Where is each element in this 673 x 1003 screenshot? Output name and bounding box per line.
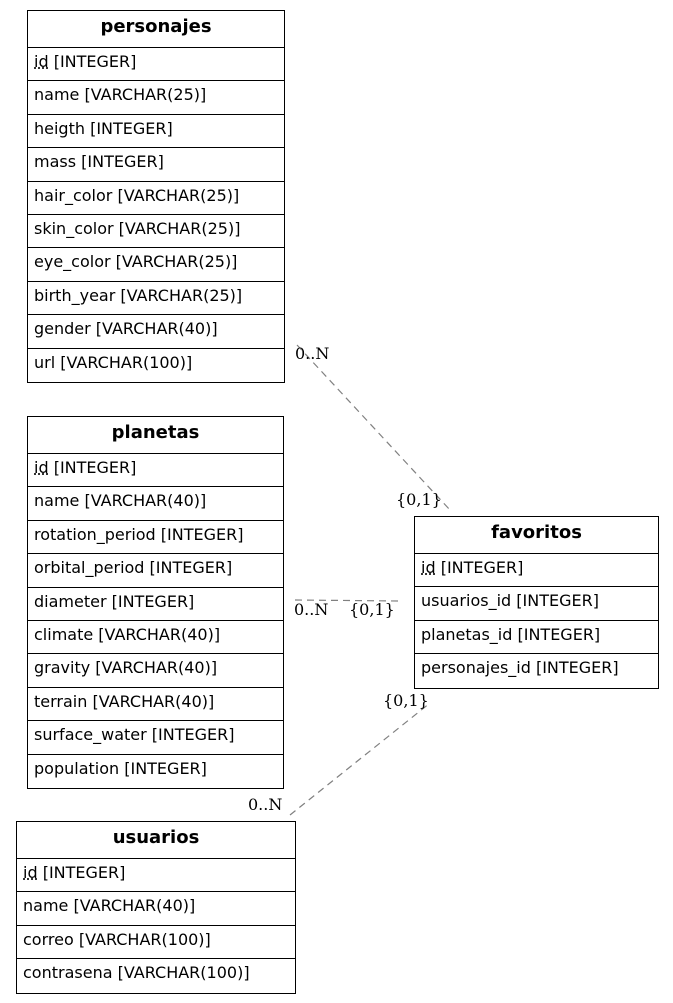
cardinality-planetas-source: 0..N xyxy=(294,600,328,619)
field-personajes-id: personajes_id [INTEGER] xyxy=(421,658,619,678)
entity-title: favoritos xyxy=(415,517,658,554)
field-terrain: terrain [VARCHAR(40)] xyxy=(28,688,283,722)
field-type: [INTEGER] xyxy=(435,558,524,577)
field-correo: correo [VARCHAR(100)] xyxy=(17,926,295,960)
field-contrasena: contrasena [VARCHAR(100)] xyxy=(23,963,250,983)
primary-key: id xyxy=(421,558,436,577)
relation-line-usuarios-favoritos xyxy=(289,702,431,816)
field-type: [INTEGER] xyxy=(48,52,137,71)
field-id: id [INTEGER] xyxy=(28,454,283,488)
field-id: id [INTEGER] xyxy=(28,48,284,82)
cardinality-planetas-target: {0,1} xyxy=(349,600,395,619)
field-rotation-period: rotation_period [INTEGER] xyxy=(28,521,283,555)
field-id: id [INTEGER] xyxy=(415,554,658,588)
relation-line-planetas-favoritos xyxy=(294,599,401,602)
entity-title: personajes xyxy=(28,11,284,48)
field-type: [INTEGER] xyxy=(37,863,126,882)
field-url: url [VARCHAR(100)] xyxy=(34,352,193,372)
field-id: id [INTEGER] xyxy=(17,859,295,893)
relation-line-personajes-favoritos xyxy=(296,344,451,511)
cardinality-personajes-target: {0,1} xyxy=(396,490,442,509)
entity-title: usuarios xyxy=(17,822,295,859)
field-climate: climate [VARCHAR(40)] xyxy=(28,621,283,655)
entity-title: planetas xyxy=(28,417,283,454)
field-name: name [VARCHAR(40)] xyxy=(17,892,295,926)
field-population: population [INTEGER] xyxy=(34,758,207,778)
field-birth-year: birth_year [VARCHAR(25)] xyxy=(28,282,284,316)
primary-key: id xyxy=(34,52,49,71)
entity-planetas[interactable]: planetas id [INTEGER] name [VARCHAR(40)]… xyxy=(27,416,284,789)
entity-favoritos[interactable]: favoritos id [INTEGER] usuarios_id [INTE… xyxy=(414,516,659,689)
field-heigth: heigth [INTEGER] xyxy=(28,115,284,149)
cardinality-usuarios-source: 0..N xyxy=(248,795,282,814)
field-diameter: diameter [INTEGER] xyxy=(28,588,283,621)
field-planetas-id: planetas_id [INTEGER] xyxy=(415,621,658,655)
field-skin-color: skin_color [VARCHAR(25)] xyxy=(28,215,284,249)
entity-usuarios[interactable]: usuarios id [INTEGER] name [VARCHAR(40)]… xyxy=(16,821,296,994)
field-mass: mass [INTEGER] xyxy=(28,148,284,182)
cardinality-usuarios-target: {0,1} xyxy=(383,691,429,710)
field-type: [INTEGER] xyxy=(48,458,137,477)
primary-key: id xyxy=(34,458,49,477)
field-usuarios-id: usuarios_id [INTEGER] xyxy=(415,587,658,621)
field-name: name [VARCHAR(40)] xyxy=(28,487,283,521)
cardinality-personajes-source: 0..N xyxy=(295,344,329,363)
field-surface-water: surface_water [INTEGER] xyxy=(28,721,283,755)
field-eye-color: eye_color [VARCHAR(25)] xyxy=(28,248,284,282)
field-orbital-period: orbital_period [INTEGER] xyxy=(28,554,283,588)
field-gravity: gravity [VARCHAR(40)] xyxy=(28,654,283,688)
field-hair-color: hair_color [VARCHAR(25)] xyxy=(28,182,284,215)
primary-key: id xyxy=(23,863,38,882)
entity-personajes[interactable]: personajes id [INTEGER] name [VARCHAR(25… xyxy=(27,10,285,383)
field-gender: gender [VARCHAR(40)] xyxy=(28,315,284,349)
field-name: name [VARCHAR(25)] xyxy=(28,81,284,115)
